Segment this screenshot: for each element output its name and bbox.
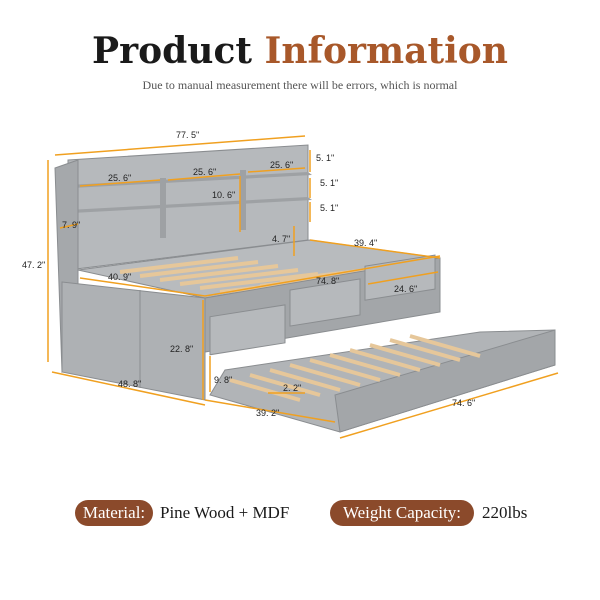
dim-bed-depth: 39. 4"	[354, 238, 377, 248]
dim-shelf-right: 25. 6"	[270, 160, 293, 170]
weight-capacity-value: 220lbs	[482, 503, 528, 522]
shelf-divider-1	[160, 178, 166, 238]
dim-bed-length: 74. 8"	[316, 276, 339, 286]
dim-shelf-left: 25. 6"	[108, 173, 131, 183]
trundle-front-board	[334, 329, 556, 433]
dim-total-width: 77. 5"	[176, 130, 199, 140]
dim-side-depth: 7. 9"	[62, 220, 80, 230]
dim-total-height: 47. 2"	[22, 260, 45, 270]
shelf-top	[68, 172, 312, 188]
drawer-2	[289, 278, 361, 327]
dim-base-depth: 48. 8"	[118, 379, 141, 389]
weight-capacity-label: Weight Capacity:	[330, 500, 474, 526]
dimension-labels: 77. 5" 47. 2" 25. 6" 25. 6" 25. 6" 5. 1"…	[22, 130, 475, 418]
material-label: Material:	[75, 500, 153, 526]
dim-shelf-gap-1: 5. 1"	[320, 178, 338, 188]
material-value: Pine Wood + MDF	[160, 503, 290, 522]
dim-shelf-gap-2: 5. 1"	[320, 203, 338, 213]
dim-bed-width-inner: 40. 9"	[108, 272, 131, 282]
page-title: Product Information	[0, 30, 600, 72]
trundle-slats	[229, 334, 481, 402]
dim-frame-height: 22. 8"	[170, 344, 193, 354]
dim-trundle-width: 39. 2"	[256, 408, 279, 418]
dim-trundle-height: 9. 8"	[214, 375, 232, 385]
dim-drawer-width: 24. 6"	[394, 284, 417, 294]
drawer-1	[209, 304, 286, 356]
title-part-1: Product	[92, 30, 252, 72]
dimension-lines	[47, 135, 559, 439]
page-subtitle: Due to manual measurement there will be …	[142, 78, 458, 92]
title-part-2: Information	[264, 30, 508, 72]
shelf-divider-2	[240, 170, 246, 230]
dim-shelf-height: 10. 6"	[212, 190, 235, 200]
dim-headboard-gap: 4. 7"	[272, 234, 290, 244]
dim-shelf-mid: 25. 6"	[193, 167, 216, 177]
shelf-middle	[68, 197, 312, 213]
dim-trundle-length: 74. 6"	[452, 398, 475, 408]
dim-trundle-slat-gap: 2. 2"	[283, 383, 301, 393]
dim-top-gap: 5. 1"	[316, 153, 334, 163]
